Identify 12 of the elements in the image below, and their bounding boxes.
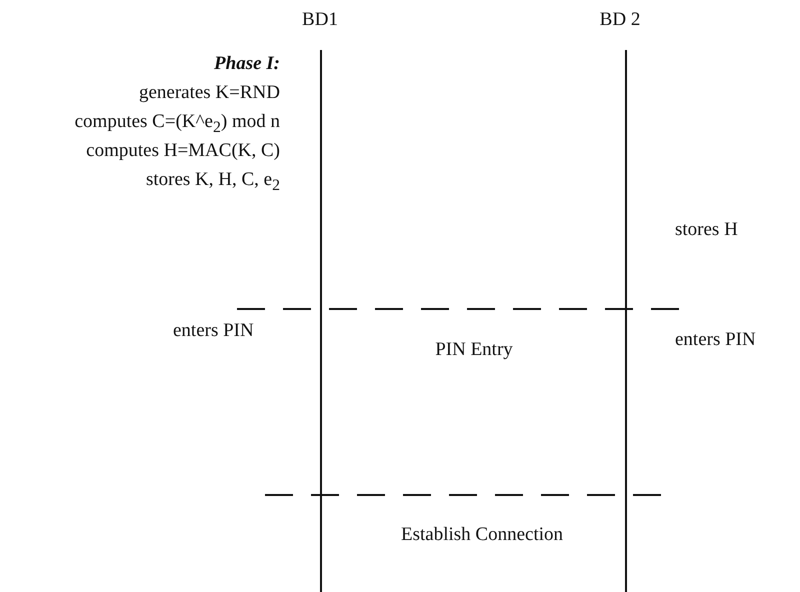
lifeline-label: BD 2 — [600, 9, 640, 31]
phase-label: Establish Connection — [401, 524, 563, 546]
step-text: computes H=MAC(K, C) — [86, 140, 280, 162]
phase-label: PIN Entry — [435, 339, 513, 361]
step-text: stores H — [675, 219, 738, 241]
step-text: enters PIN — [675, 329, 756, 351]
step-text: stores K, H, C, e$_{2}$ — [146, 169, 280, 196]
step-text: computes C=(K^e$_{2}$) mod n — [74, 111, 280, 138]
phase-heading: Phase I: — [214, 53, 280, 75]
lifeline-label: BD1 — [302, 9, 338, 31]
step-text: enters PIN — [173, 320, 254, 342]
step-text: generates K=RND — [138, 82, 280, 104]
